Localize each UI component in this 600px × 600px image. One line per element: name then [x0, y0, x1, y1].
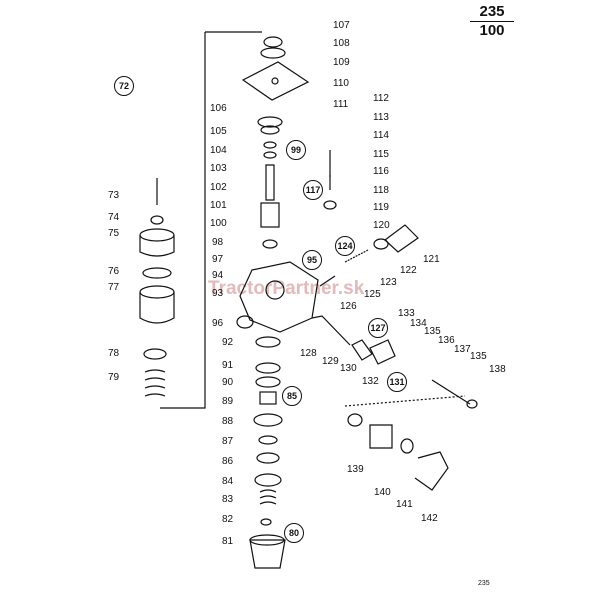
part-label-130: 130: [340, 363, 357, 374]
part-label-122: 122: [400, 265, 417, 276]
part-label-101: 101: [210, 200, 227, 211]
part-107-shape: [263, 36, 283, 48]
part-label-123: 123: [380, 277, 397, 288]
part-label-108: 108: [333, 38, 350, 49]
part-label-116: 116: [373, 166, 389, 177]
page-code-divider: [470, 21, 514, 22]
part-label-129: 129: [322, 356, 339, 367]
part-label-74: 74: [108, 212, 120, 223]
part-label-134: 134: [410, 318, 427, 329]
part-108-shape: [260, 47, 286, 59]
valve-stem: [265, 164, 275, 201]
part-label-92: 92: [222, 337, 234, 348]
page-code-top: 235: [479, 3, 505, 20]
circled-ref-95: 95: [302, 250, 322, 270]
part-label-76: 76: [108, 266, 120, 277]
part-label-82: 82: [222, 514, 234, 525]
part-109-plate: [241, 61, 310, 101]
part-77-cup: [139, 292, 175, 324]
part-label-86: 86: [222, 456, 234, 467]
part-label-112: 112: [373, 93, 389, 104]
part-label-135b: 135: [470, 351, 487, 362]
part-label-91: 91: [222, 360, 234, 371]
part-110-shape: [257, 116, 283, 128]
main-housing: [239, 261, 319, 333]
part-label-98: 98: [212, 237, 224, 248]
part-label-142: 142: [421, 513, 438, 524]
part-label-135a: 135: [424, 326, 441, 337]
part-label-107: 107: [333, 20, 350, 31]
circled-ref-85: 85: [282, 386, 302, 406]
part-label-105: 105: [210, 126, 227, 137]
circled-ref-124: 124: [335, 236, 355, 256]
part-label-75: 75: [108, 228, 120, 239]
part-label-104: 104: [210, 145, 227, 156]
part-label-137: 137: [454, 344, 471, 355]
part-label-114: 114: [373, 130, 389, 141]
part-label-126: 126: [340, 301, 357, 312]
part-label-140: 140: [374, 487, 391, 498]
part-label-93: 93: [212, 288, 224, 299]
part-121-fitting: [384, 224, 419, 253]
part-label-120: 120: [373, 220, 390, 231]
part-label-102: 102: [210, 182, 227, 193]
circled-ref-127: 127: [368, 318, 388, 338]
part-label-103: 103: [210, 163, 227, 174]
part-label-111: 111: [333, 99, 349, 110]
circled-ref-80: 80: [284, 523, 304, 543]
part-label-139: 139: [347, 464, 364, 475]
circled-ref-117: 117: [303, 180, 323, 200]
circled-ref-99: 99: [286, 140, 306, 160]
part-label-79: 79: [108, 372, 120, 383]
part-label-128: 128: [300, 348, 317, 359]
part-label-141: 141: [396, 499, 413, 510]
part-label-84: 84: [222, 476, 234, 487]
part-label-113: 113: [373, 112, 389, 123]
part-label-94: 94: [212, 270, 224, 281]
part-133-body: [369, 339, 396, 365]
part-79-spring: [144, 369, 166, 397]
part-label-110: 110: [333, 78, 349, 89]
part-label-97: 97: [212, 254, 224, 265]
watermark: TractorPartner.sk: [208, 278, 365, 299]
section-logo: 72: [114, 76, 134, 96]
part-75-cap: [139, 235, 175, 257]
part-142-cap: [414, 451, 449, 491]
footer-code: 235: [478, 580, 490, 587]
part-label-73: 73: [108, 190, 120, 201]
part-128-stem: [311, 315, 351, 346]
group-bracket: [160, 32, 206, 409]
part-label-132: 132: [362, 376, 379, 387]
page-code: 235 100: [470, 4, 514, 39]
part-label-125: 125: [364, 289, 381, 300]
part-label-106: 106: [210, 103, 227, 114]
part-label-115: 115: [373, 149, 389, 160]
circled-ref-131: 131: [387, 372, 407, 392]
part-label-81: 81: [222, 536, 234, 547]
part-83-spring: [259, 489, 277, 505]
part-label-138: 138: [489, 364, 506, 375]
part-101-shape: [260, 202, 280, 228]
part-label-121: 121: [423, 254, 440, 265]
page-code-bottom: 100: [479, 22, 505, 39]
part-label-83: 83: [222, 494, 234, 505]
part-138-shaft: [431, 379, 471, 405]
part-label-133: 133: [398, 308, 415, 319]
part-label-88: 88: [222, 416, 234, 427]
part-label-109: 109: [333, 57, 350, 68]
part-label-90: 90: [222, 377, 234, 388]
part-label-78: 78: [108, 348, 120, 359]
part-label-87: 87: [222, 436, 234, 447]
part-label-89: 89: [222, 396, 234, 407]
part-label-96: 96: [212, 318, 224, 329]
part-label-77: 77: [108, 282, 120, 293]
part-81-cover: [249, 539, 286, 569]
part-label-119: 119: [373, 202, 389, 213]
part-140-coupling: [369, 424, 393, 449]
part-label-118: 118: [373, 185, 389, 196]
part-label-136: 136: [438, 335, 455, 346]
part-label-100: 100: [210, 218, 227, 229]
